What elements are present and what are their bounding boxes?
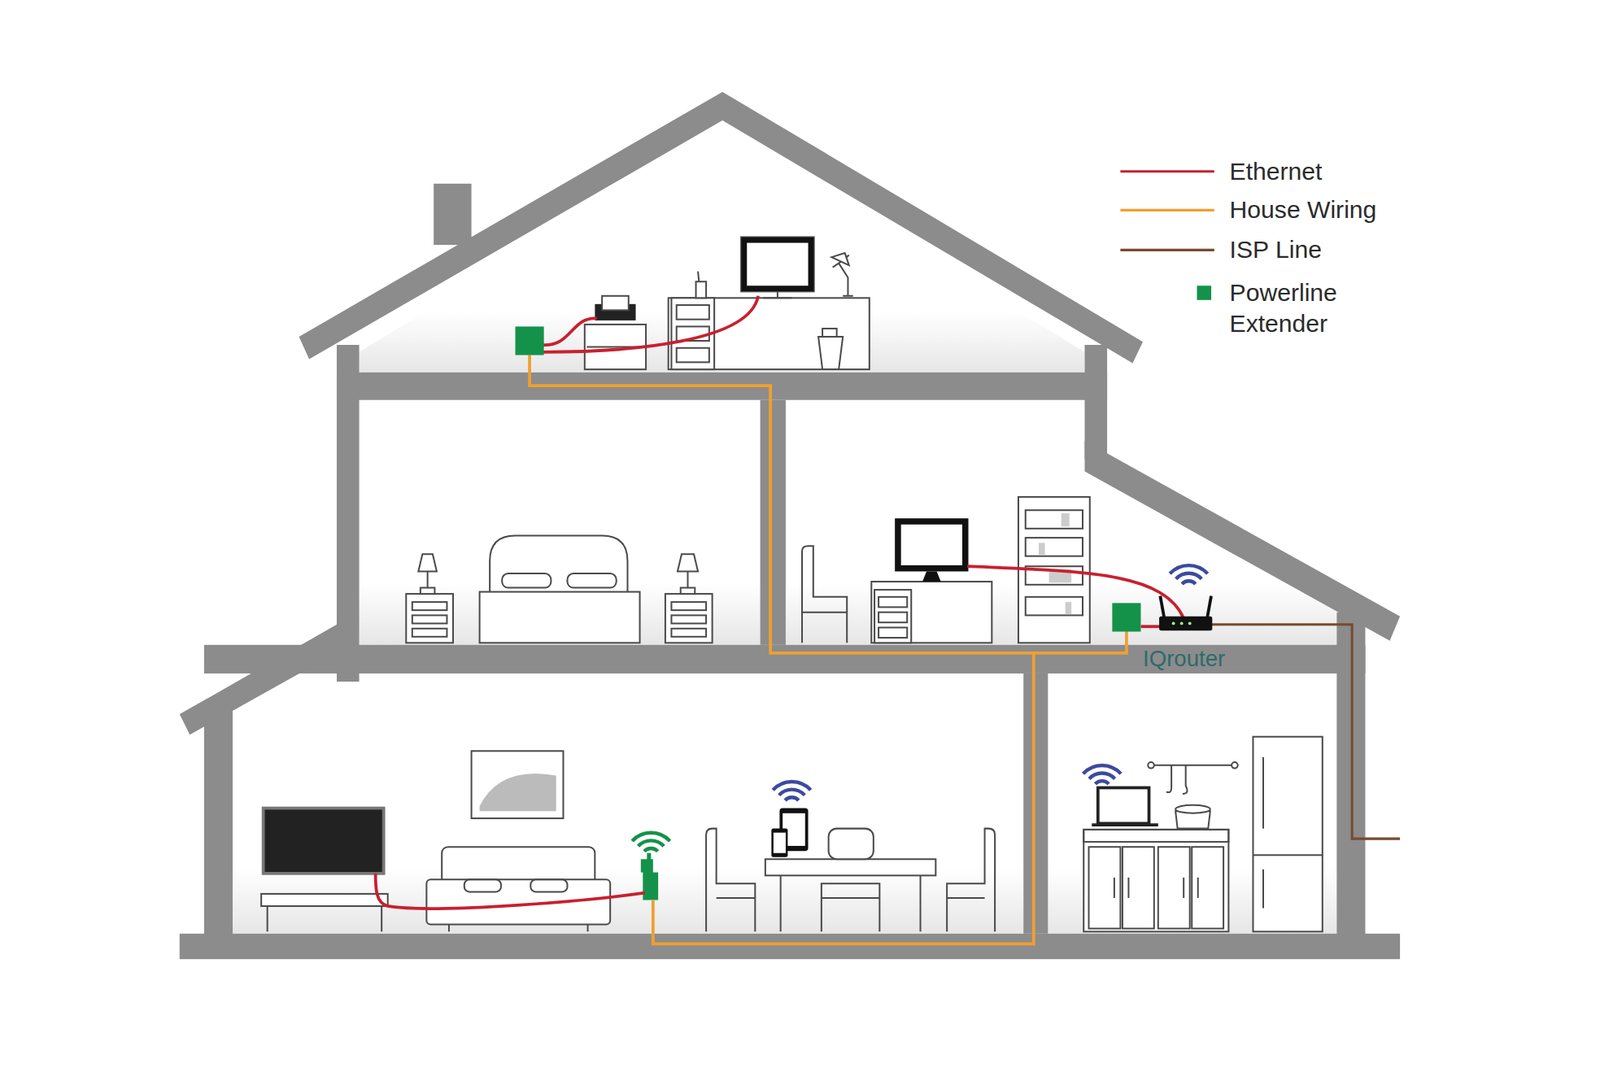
- wifi-arc: [1181, 580, 1196, 585]
- kitchen-furniture: [1083, 736, 1323, 933]
- house-wiring: [529, 355, 1127, 654]
- powerline-extender: [515, 326, 545, 355]
- brand-label: IQrouter: [1142, 645, 1226, 673]
- legend-swatch: [1196, 285, 1212, 301]
- wifi-arc: [638, 840, 665, 846]
- wifi-arc: [1083, 765, 1121, 774]
- wifi-arc: [1169, 565, 1208, 574]
- legend-line-sample: [1120, 209, 1214, 212]
- ethernet-cable: [967, 566, 1184, 619]
- wifi-arc: [632, 832, 670, 842]
- wifi-arc: [1089, 773, 1116, 780]
- house-wiring: [653, 653, 1034, 945]
- router: [1159, 596, 1212, 632]
- wifi-arc: [644, 848, 659, 852]
- wifi-arc: [1176, 573, 1203, 580]
- wifi-arc: [772, 781, 811, 790]
- powerline-extender: [1111, 602, 1141, 632]
- legend-text: ISP Line: [1229, 235, 1394, 266]
- legend-text: Powerline Extender: [1229, 277, 1394, 339]
- wifi-signal: [632, 565, 1208, 852]
- house-structure: [179, 91, 1400, 960]
- wifi-arc: [784, 797, 799, 801]
- bedroom-furniture: [405, 536, 712, 644]
- isp-line: [1210, 624, 1400, 839]
- ethernet-cable: [542, 318, 597, 345]
- legend-line-sample: [1120, 248, 1214, 252]
- legend-samples: [1120, 171, 1214, 301]
- living-room-furniture: [261, 750, 995, 932]
- legend-text: Ethernet: [1229, 156, 1394, 188]
- room-fills: [232, 130, 1337, 934]
- wiring: [375, 296, 1400, 945]
- ethernet-cable: [375, 873, 646, 909]
- ethernet-cable: [542, 296, 759, 353]
- wifi-arc: [779, 789, 806, 796]
- wifi-arc: [1094, 780, 1109, 785]
- legend-line-sample: [1120, 170, 1214, 173]
- legend-text: House Wiring: [1229, 195, 1394, 227]
